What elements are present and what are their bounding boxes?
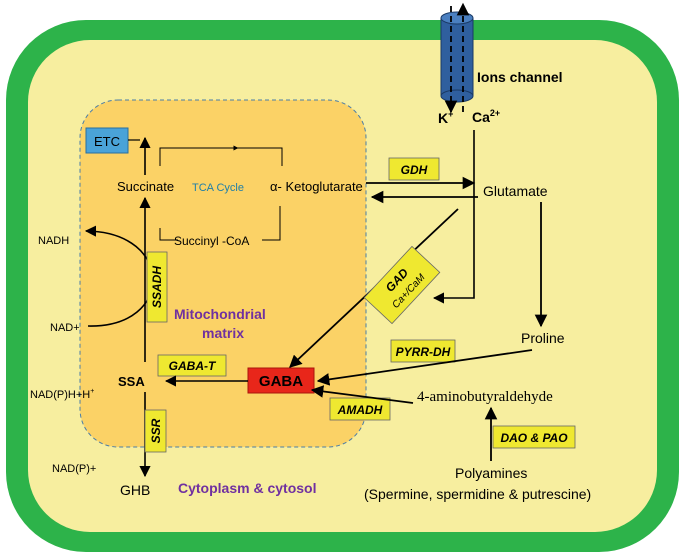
nadh-label: NADH xyxy=(38,235,69,247)
gaba-t-box xyxy=(157,354,227,377)
aminobutyraldehyde-to-gaba-arrow xyxy=(310,385,414,404)
cytoplasm-label: Cytoplasm & cytosol xyxy=(178,480,316,496)
ca-to-gad-arrow xyxy=(432,130,475,304)
ssa-label: SSA xyxy=(118,374,145,389)
gad-enzyme: GAD Ca+/CaM xyxy=(363,245,441,325)
proline-label: Proline xyxy=(521,330,565,346)
mito-label-line2: matrix xyxy=(202,325,244,341)
ca-ion-label: Ca2+ xyxy=(472,108,500,125)
alpha-ketoglutarate-label: α- Ketoglutarate xyxy=(270,179,363,194)
k-ion-label: K+ xyxy=(438,109,453,126)
etc-label: ETC xyxy=(94,134,120,149)
ions-channel-label: Ions channel xyxy=(477,69,563,85)
aminobutyraldehyde-label: 4-aminobutyraldehyde xyxy=(417,389,553,405)
svg-text:SSR: SSR xyxy=(149,418,163,443)
nad-plus-label: NAD+ xyxy=(50,322,80,334)
polyamines-label: Polyamines xyxy=(455,465,527,481)
pyrr-dh-box xyxy=(390,339,456,363)
succinate-label: Succinate xyxy=(117,179,174,194)
nadph-h-label: NAD(P)H+H+ xyxy=(30,388,94,401)
nadp-plus-label: NAD(P)+ xyxy=(52,463,96,475)
tca-bottom-line-right xyxy=(262,206,281,241)
gdh-box xyxy=(388,157,440,181)
mito-label-line1: Mitochondrial xyxy=(174,306,266,322)
ghb-label: GHB xyxy=(120,482,150,498)
proline-to-gaba-arrow xyxy=(316,349,533,386)
ssr-enzyme: SSR xyxy=(144,409,167,453)
ion-channel xyxy=(440,11,474,103)
amadh-box xyxy=(329,397,391,421)
dao-pao-box xyxy=(492,425,576,449)
gaba-box xyxy=(247,367,315,394)
svg-text:SSADH: SSADH xyxy=(150,266,164,308)
tca-cycle-label: TCA Cycle xyxy=(192,182,244,194)
ssadh-enzyme: SSADH xyxy=(146,251,168,323)
gaba-label: GABA xyxy=(259,373,303,390)
gaba-t-label: GABA-T xyxy=(169,359,217,373)
amadh-label: AMADH xyxy=(337,403,383,417)
dao-pao-label: DAO & PAO xyxy=(500,431,568,445)
tca-bottom-line xyxy=(159,228,178,241)
gdh-label: GDH xyxy=(401,163,428,177)
polyamines-detail-label: (Spermine, spermidine & putrescine) xyxy=(364,486,591,502)
glutamate-label: Glutamate xyxy=(483,183,548,199)
succinyl-coa-label: Succinyl -CoA xyxy=(174,234,249,248)
pyrr-dh-label: PYRR-DH xyxy=(396,345,451,359)
